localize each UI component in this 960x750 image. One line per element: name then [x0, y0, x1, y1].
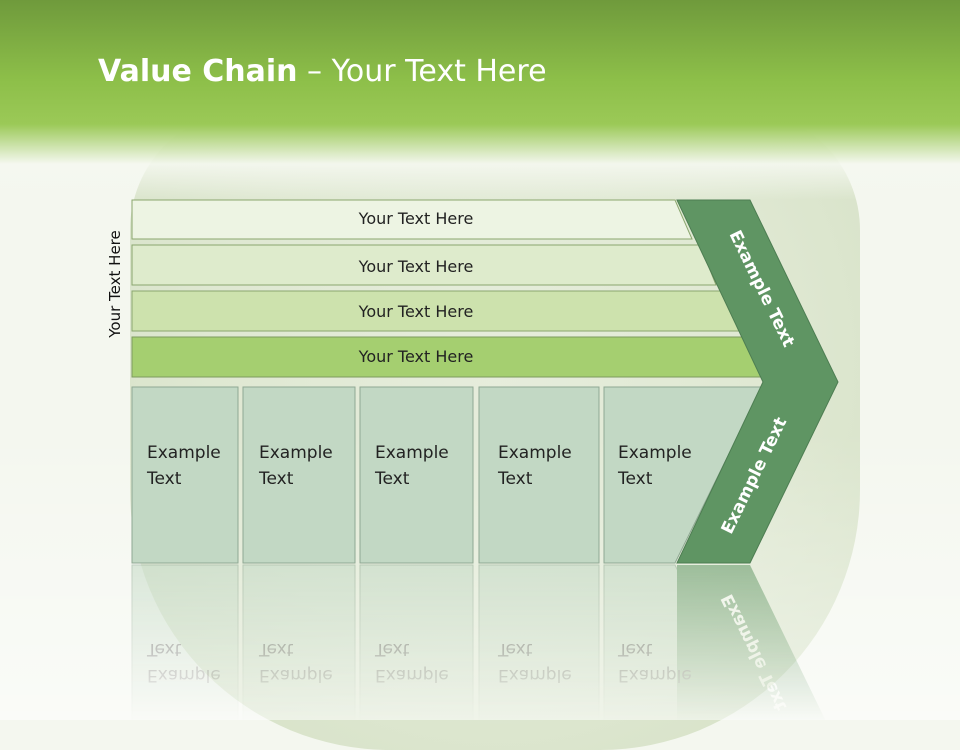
box-5 [603, 386, 763, 564]
box-1 [131, 386, 239, 564]
box-2-line-2: Text [258, 469, 294, 489]
refl-box-4-line-1: Example [498, 665, 572, 685]
box-4-line-1: Example [498, 443, 572, 463]
bar-1-label: Your Text Here [358, 209, 474, 228]
refl-box-2-line-2: Text [258, 639, 294, 659]
bar-4-label: Your Text Here [358, 347, 474, 366]
chevron-arrow [676, 199, 839, 564]
refl-box-4-line-2: Text [497, 639, 533, 659]
page-title: Value Chain – Your Text Here [98, 54, 547, 89]
box-2 [242, 386, 356, 564]
refl-box-1-line-2: Text [146, 639, 182, 659]
title-bold: Value Chain [98, 54, 298, 89]
value-chain-diagram: Your Text Here Your Text Here Your Text … [131, 199, 839, 720]
refl-box-2-line-1: Example [259, 665, 333, 685]
box-3-line-2: Text [374, 469, 410, 489]
bar-3-label: Your Text Here [358, 302, 474, 321]
bar-1 [131, 199, 693, 240]
refl-box-3-line-1: Example [375, 665, 449, 685]
box-5-line-1: Example [618, 443, 692, 463]
box-3 [359, 386, 474, 564]
header-band [0, 0, 960, 200]
box-5-line-2: Text [617, 469, 653, 489]
box-4 [478, 386, 600, 564]
box-1-line-2: Text [146, 469, 182, 489]
refl-box-5-line-1: Example [618, 665, 692, 685]
diagram-main: Your Text Here Your Text Here Your Text … [131, 199, 839, 564]
title-rest: – Your Text Here [297, 54, 547, 89]
box-3-line-1: Example [375, 443, 449, 463]
bar-2-label: Your Text Here [358, 257, 474, 276]
diagram-reflection: Example Text Example Text Example Text E… [131, 564, 826, 720]
box-4-line-2: Text [497, 469, 533, 489]
box-1-line-1: Example [147, 443, 221, 463]
bar-2 [131, 244, 717, 286]
refl-box-1-line-1: Example [147, 665, 221, 685]
refl-box-3-line-2: Text [374, 639, 410, 659]
refl-box-5-line-2: Text [617, 639, 653, 659]
box-2-line-1: Example [259, 443, 333, 463]
